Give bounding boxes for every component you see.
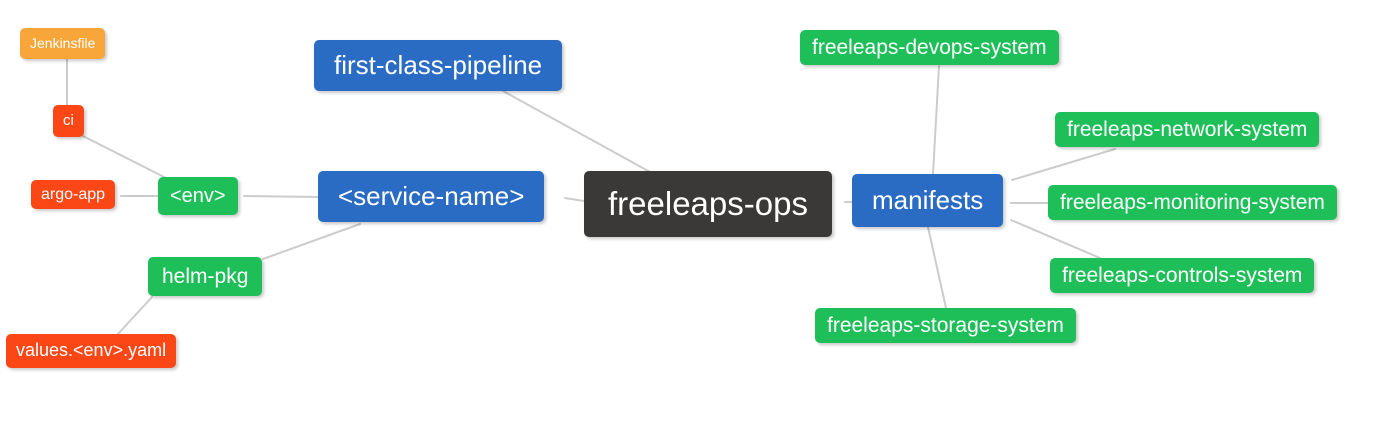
node-service-name[interactable]: <service-name>	[318, 171, 545, 223]
edge-pipeline-freeleaps-ops	[502, 90, 651, 173]
node-freeleaps-network-system[interactable]: freeleaps-network-system	[1055, 112, 1320, 148]
node-first-class-pipeline[interactable]: first-class-pipeline	[314, 40, 563, 92]
edge-helm-pkg-service-name	[262, 223, 361, 260]
edge-manifests-devops-system	[932, 65, 940, 175]
node-freeleaps-controls-system[interactable]: freeleaps-controls-system	[1050, 258, 1315, 294]
node-helm-pkg[interactable]: helm-pkg	[148, 257, 263, 297]
node-argo-app[interactable]: argo-app	[31, 180, 116, 210]
node-freeleaps-devops-system[interactable]: freeleaps-devops-system	[800, 30, 1059, 66]
edge-service-name-freeleaps-ops	[564, 197, 585, 202]
edge-manifests-network-system	[1011, 148, 1116, 181]
node-env[interactable]: <env>	[158, 177, 238, 215]
edge-env-service-name	[243, 195, 319, 198]
node-freeleaps-storage-system[interactable]: freeleaps-storage-system	[815, 308, 1076, 344]
edge-values-helm-pkg	[117, 296, 153, 335]
node-freeleaps-ops-root[interactable]: freeleaps-ops	[584, 171, 832, 237]
edge-manifests-controls-system	[1010, 219, 1101, 259]
node-ci[interactable]: ci	[53, 105, 84, 137]
edge-ci-env	[82, 135, 167, 179]
node-values-env-yaml[interactable]: values.<env>.yaml	[6, 334, 177, 368]
node-jenkinsfile[interactable]: Jenkinsfile	[20, 28, 106, 59]
node-freeleaps-monitoring-system[interactable]: freeleaps-monitoring-system	[1048, 185, 1337, 221]
node-manifests[interactable]: manifests	[852, 174, 1004, 228]
edge-manifests-storage-system	[927, 226, 947, 309]
